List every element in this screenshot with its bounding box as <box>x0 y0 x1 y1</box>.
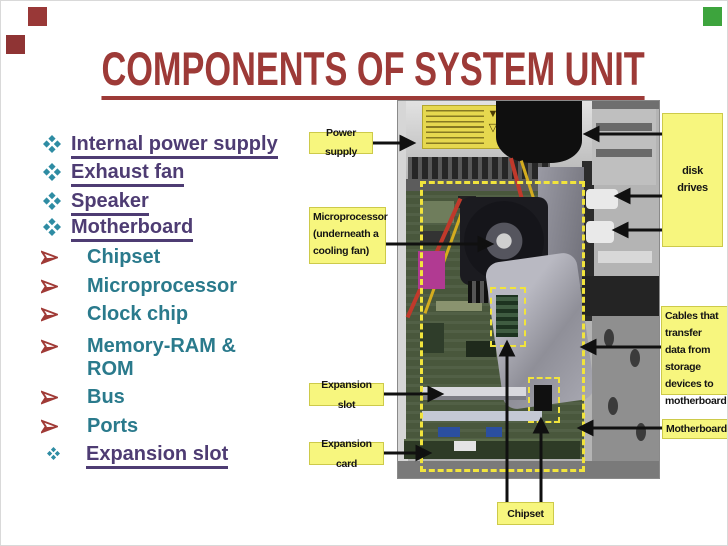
motherboard-highlight-box <box>420 181 585 472</box>
diamond-bullet-icon <box>47 447 60 460</box>
board-component <box>420 323 444 353</box>
list-item-ports: Ports <box>41 415 256 438</box>
list-item-microprocessor: Microprocessor <box>41 275 256 298</box>
board-component <box>436 301 482 311</box>
label-microprocessor: Microprocessor (underneath a cooling fan… <box>309 207 388 264</box>
page-title: COMPONENTS OF SYSTEM UNIT <box>101 45 645 100</box>
label-text: Power supply <box>324 127 358 158</box>
case-top-lip <box>592 101 659 109</box>
diamond-bullet-icon <box>43 163 61 181</box>
psu-warning-sticker: ▼▽ <box>422 105 504 149</box>
list-item-label: Internal power supply <box>71 133 278 159</box>
chipset-chip-lower <box>534 385 552 411</box>
label-expansion-slot: Expansion slot <box>309 379 384 411</box>
board-component <box>420 201 454 223</box>
list-item-label: Microprocessor <box>87 275 238 297</box>
diamond-bullet-icon <box>43 192 61 210</box>
label-text: Expansion slot <box>321 378 372 411</box>
diamond-bullet-icon <box>43 135 61 153</box>
list-item-internal-power-supply[interactable]: Internal power supply <box>43 133 303 159</box>
expansion-card-bar <box>404 439 580 459</box>
list-item-label: Speaker <box>71 190 149 216</box>
drive-bay-slot <box>596 123 652 131</box>
chipset-chip-upper <box>496 295 518 337</box>
label-text: disk drives <box>677 165 708 194</box>
expansion-card-connector <box>454 441 476 451</box>
list-item-motherboard[interactable]: Motherboard <box>43 216 303 242</box>
list-item-memory-ram-rom: Memory-RAM & ROM <box>41 335 256 381</box>
list-item-speaker[interactable]: Speaker <box>43 190 303 216</box>
label-text: Microprocessor (underneath a cooling fan… <box>313 211 388 257</box>
label-text: Cables that transfer data from storage d… <box>665 310 727 407</box>
case-dark-gap <box>582 276 659 316</box>
list-item-bus: Bus <box>41 386 256 409</box>
list-item-label: Memory-RAM & ROM <box>87 335 236 380</box>
list-item-label: Clock chip <box>87 303 189 325</box>
label-text: Motherboard <box>666 423 727 435</box>
list-item-label: Ports <box>87 415 139 437</box>
label-text: Expansion card <box>321 437 372 470</box>
list-item-clock-chip: Clock chip <box>41 303 256 326</box>
label-cables: Cables that transfer data from storage d… <box>661 306 727 407</box>
board-connector <box>486 427 502 437</box>
drive-connector <box>586 189 618 209</box>
list-item-label: Expansion slot <box>86 443 229 469</box>
label-expansion-card: Expansion card <box>309 438 384 470</box>
label-motherboard: Motherboard <box>662 419 727 439</box>
list-item-exhaust-fan[interactable]: Exhaust fan <box>43 161 303 187</box>
arrow-bullet-icon <box>41 390 58 405</box>
panel-hole <box>608 397 618 415</box>
list-item-chipset: Chipset <box>41 246 256 269</box>
title-area: COMPONENTS OF SYSTEM UNIT <box>1 45 727 100</box>
case-side-panel <box>592 316 659 461</box>
warning-triangle-icon: ▼▽ <box>487 108 499 134</box>
expansion-slot-bar <box>422 387 526 400</box>
board-component <box>466 341 496 357</box>
arrow-bullet-icon <box>41 307 58 322</box>
decorative-square-top-right <box>703 7 722 26</box>
list-item-label: Bus <box>87 386 125 408</box>
list-item-expansion-slot[interactable]: Expansion slot <box>47 443 277 469</box>
list-item-label: Exhaust fan <box>71 161 185 187</box>
list-item-label: Motherboard <box>71 216 194 242</box>
drive-bay-top <box>592 109 656 185</box>
label-chipset: Chipset <box>497 502 554 525</box>
drive-bay-slot <box>596 149 652 157</box>
label-power-supply: Power supply <box>309 127 373 158</box>
expansion-slot-bar <box>422 411 542 421</box>
list-item-label: Chipset <box>87 246 161 268</box>
label-disk-drives: disk drives <box>662 113 723 247</box>
arrow-bullet-icon <box>41 250 58 265</box>
diamond-bullet-icon <box>43 218 61 236</box>
system-unit-photo: ▼▽ <box>397 100 660 479</box>
panel-hole <box>636 423 646 441</box>
arrow-bullet-icon <box>41 419 58 434</box>
cable-bundle <box>496 101 582 163</box>
arrow-bullet-icon <box>41 279 58 294</box>
arrow-bullet-icon <box>41 339 58 354</box>
panel-hole <box>604 329 614 347</box>
drive-bracket <box>598 251 652 263</box>
panel-hole <box>630 349 640 367</box>
sticker-text-lines <box>426 110 484 144</box>
case-left-edge <box>398 101 408 478</box>
drive-connector <box>586 221 614 243</box>
decorative-square-top-left <box>28 7 47 26</box>
decorative-square-left <box>6 35 25 54</box>
label-text: Chipset <box>507 507 544 520</box>
board-connector <box>438 427 460 437</box>
